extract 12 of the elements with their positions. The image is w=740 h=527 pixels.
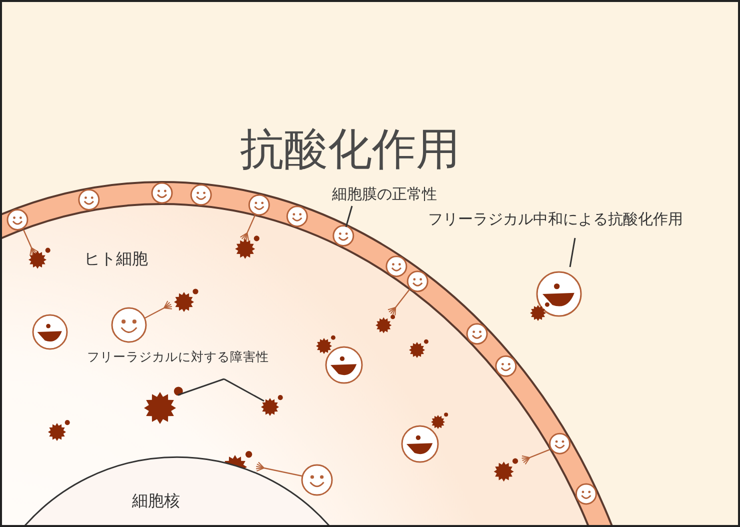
annotation-text: フリーラジカルに対する障害性 (87, 349, 269, 366)
leader-line (178, 378, 224, 396)
leader-line (345, 206, 353, 228)
free-radical-icon (261, 395, 283, 416)
annotation-text: 細胞膜の正常性 (332, 185, 437, 204)
leader-line (224, 378, 264, 402)
title: 抗酸化作用 (240, 123, 460, 177)
annotation-text: フリーラジカル中和による抗酸化作用 (428, 210, 683, 229)
cell-label: ヒト細胞 (84, 249, 148, 270)
free-radical-icon (144, 386, 183, 424)
nucleus-label: 細胞核 (132, 491, 180, 512)
leader-line (569, 238, 576, 268)
